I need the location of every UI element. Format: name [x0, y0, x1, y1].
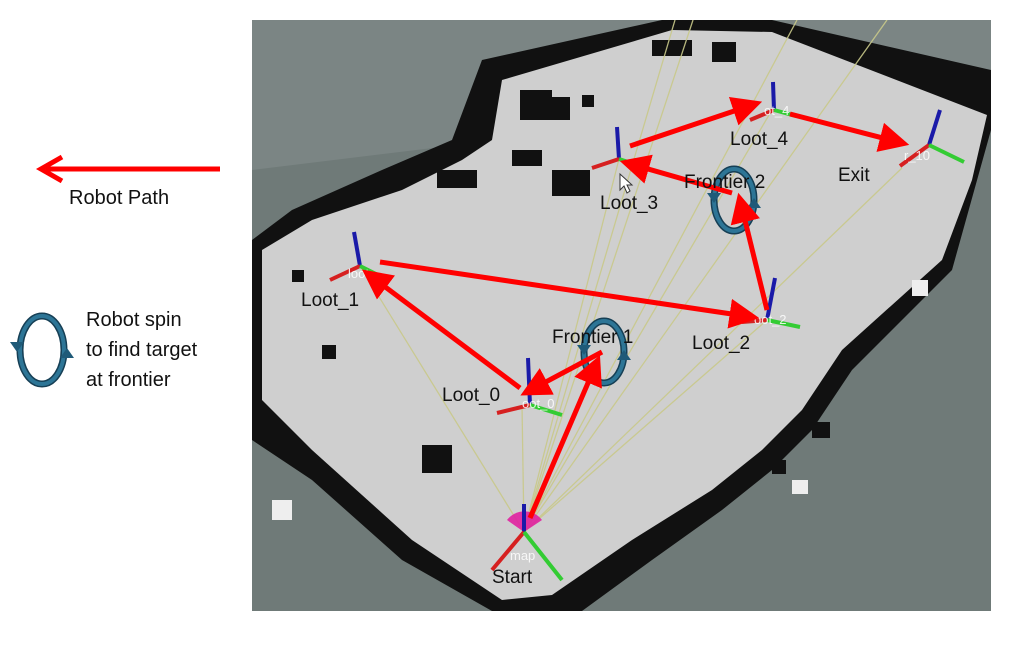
spin-icon — [10, 312, 74, 388]
label-frontier-1: Frontier 1 — [552, 327, 633, 348]
legend-path-arrow — [35, 154, 220, 184]
robot-path — [362, 96, 910, 519]
exit-tag: r_10 — [904, 148, 930, 163]
path-start-to-frontier-1 — [527, 355, 602, 519]
label-loot-1: Loot_1 — [301, 290, 359, 311]
label-start: Start — [492, 567, 533, 588]
path-loot-4-to-exit — [789, 111, 910, 152]
mouse-cursor-icon — [619, 172, 634, 194]
path-loot-3-to-loot-4 — [629, 96, 763, 149]
label-loot-4: Loot_4 — [730, 129, 789, 150]
start-map-tag: map — [510, 548, 535, 563]
label-loot-3: Loot_3 — [600, 193, 658, 214]
label-exit: Exit — [838, 165, 870, 186]
path-loot-1-to-loot-2 — [379, 259, 760, 329]
map-noise — [272, 40, 928, 520]
sight-lines — [359, 20, 903, 533]
legend-spin-line-2: to find target — [86, 339, 198, 361]
label-loot-2: Loot_2 — [692, 333, 750, 354]
path-loot-2-to-frontier-2 — [730, 192, 770, 311]
path-loot-0-to-loot-1 — [362, 269, 522, 390]
loot-2-tag: oot_2 — [754, 312, 787, 327]
path-frontier-1-to-loot-0 — [520, 349, 604, 396]
path-frontier-2-to-loot-3 — [619, 154, 733, 196]
label-frontier-2: Frontier 2 — [684, 172, 765, 193]
legend-spin-text: Robot spin to find target at frontier — [86, 305, 197, 395]
label-loot-0: Loot_0 — [442, 385, 500, 406]
legend-spin-line-3: at frontier — [86, 369, 171, 391]
exit-marker — [898, 109, 965, 168]
loot-0-tag: oot_0 — [522, 396, 555, 411]
loot-4-tag: ot_4 — [764, 103, 789, 118]
legend-spin-line-1: Robot spin — [86, 309, 182, 331]
occupancy-map: map oot_0 loot oot_2 ot_4 r_10 — [252, 20, 991, 611]
legend-path-label: Robot Path — [69, 187, 170, 209]
loot-1-tag: loot — [348, 266, 369, 281]
frontier-1-spin-icon — [577, 317, 631, 387]
